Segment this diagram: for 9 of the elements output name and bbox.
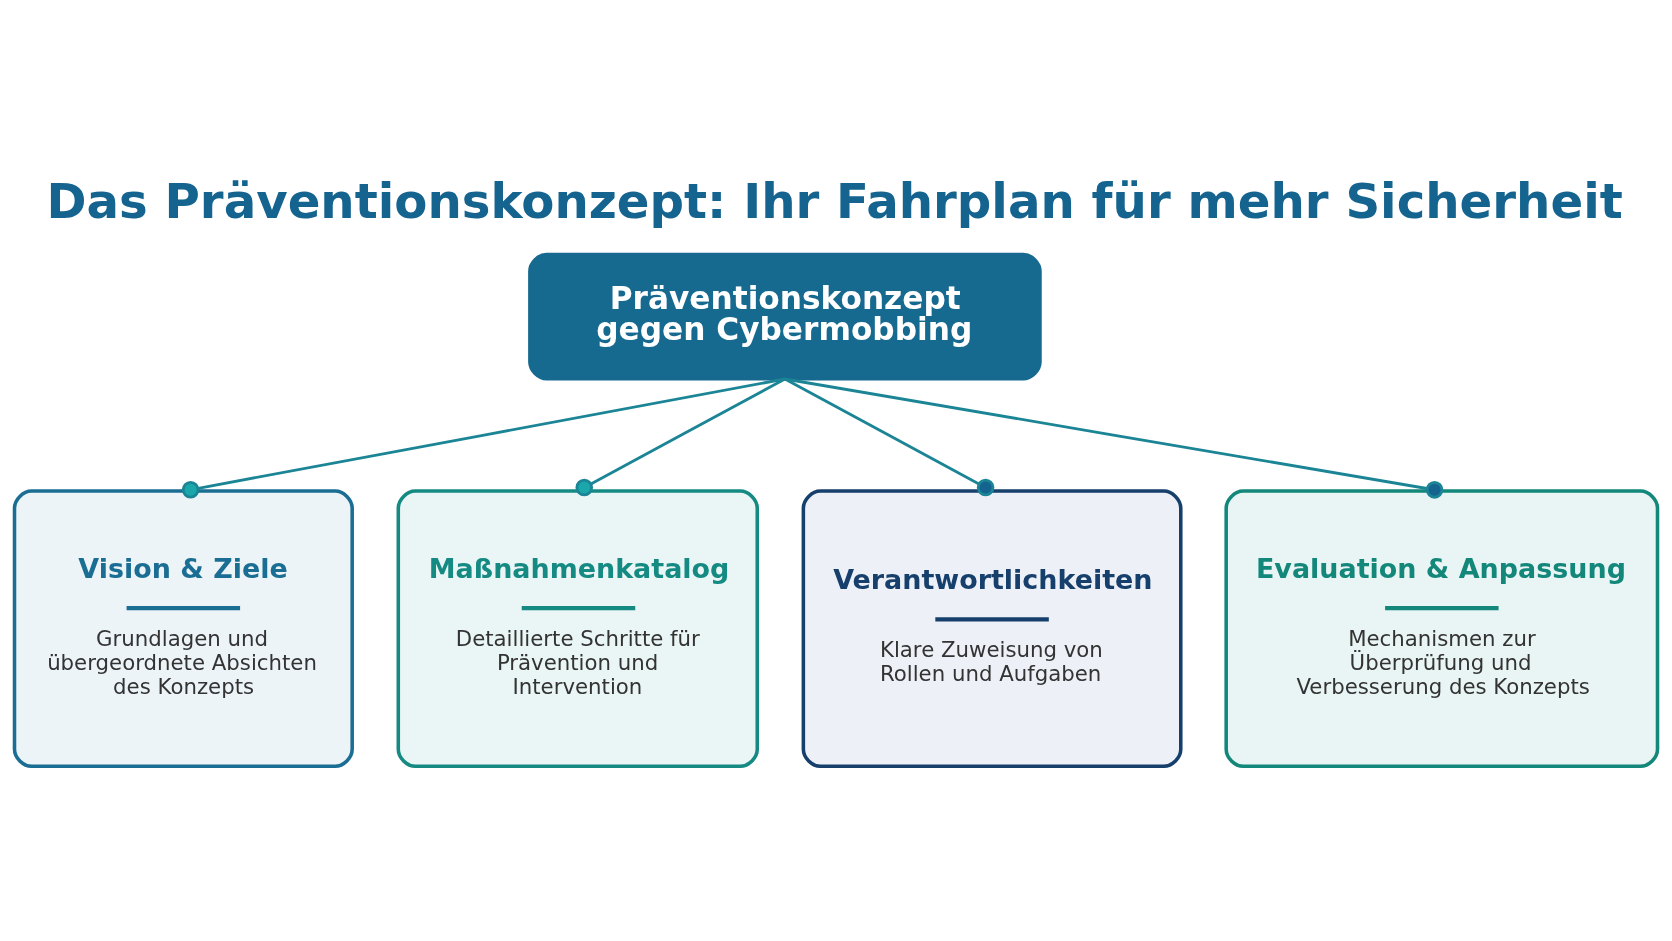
connector bbox=[181, 377, 786, 499]
node-box: Evaluation & Anpassung Mechanismen zur Überprüfung und Verbesserung des Konzepts bbox=[1224, 489, 1660, 769]
connector bbox=[784, 377, 1444, 499]
node-box: Maßnahmenkatalog Detaillierte Schritte für Prävention und Intervention bbox=[396, 489, 760, 769]
diagram-title: Das Präventionskonzept: Ihr Fahrplan für mehr Sicherheit bbox=[46, 172, 1623, 229]
node-box: Verantwortlichkeiten Klare Zuweisung von Rollen und Aufgaben bbox=[801, 489, 1183, 769]
node-box: Vision & Ziele Grundlagen und übergeordnete Absichten des Konzepts bbox=[12, 489, 354, 769]
node-box: Präventionskonzept gegen Cybermobbing bbox=[528, 252, 1042, 381]
connector bbox=[575, 377, 786, 497]
